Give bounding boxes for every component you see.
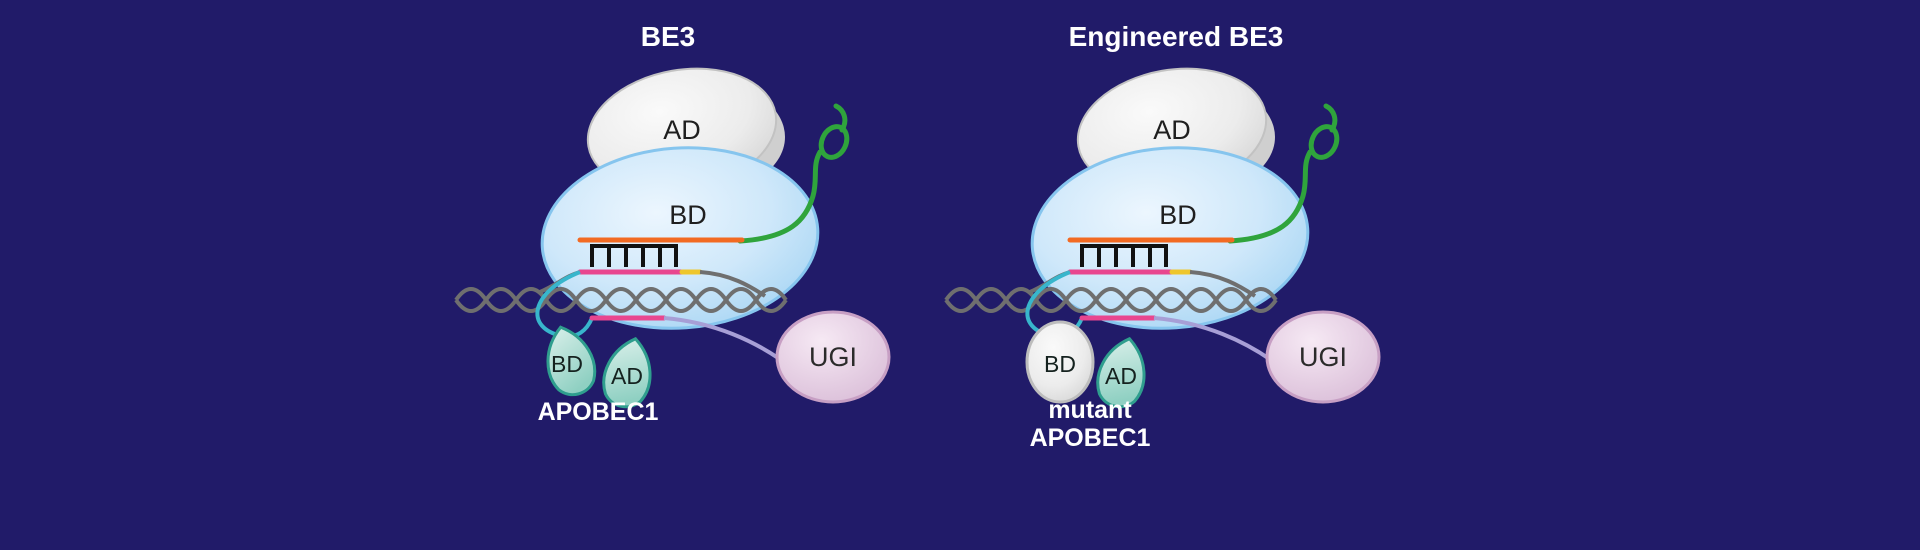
- ugi-label: UGI: [809, 342, 857, 372]
- dna-strand-bottom: [944, 287, 1278, 313]
- panel-be3: BE3 AD BD: [454, 21, 891, 426]
- deaminase-name-line2: APOBEC1: [1030, 424, 1151, 452]
- cas9-bd-label: BD: [1159, 200, 1197, 230]
- mutant-apobec1-bd-ellipse: [1025, 320, 1095, 404]
- base-pairing-comb: [1080, 244, 1168, 267]
- panel-title: BE3: [641, 21, 695, 52]
- linker-cyan: [535, 270, 594, 339]
- cas9-bd-label: BD: [669, 200, 707, 230]
- dna-strand-fall: [1189, 270, 1257, 298]
- base-pairing-comb: [590, 244, 678, 267]
- ugi-domain: [1265, 310, 1381, 404]
- comb-tooth: [674, 244, 678, 267]
- comb-bar: [590, 244, 678, 248]
- deaminase-name-line1: mutant: [1048, 396, 1132, 424]
- comb-tooth: [624, 244, 628, 267]
- comb-tooth: [590, 244, 594, 267]
- comb-tooth: [641, 244, 645, 267]
- sgrna-scaffold-tail: [1323, 103, 1338, 133]
- comb-tooth: [1148, 244, 1152, 267]
- apobec1-ad-label: AD: [1105, 363, 1137, 389]
- comb-tooth: [1080, 244, 1084, 267]
- ugi-domain: [775, 310, 891, 404]
- sgrna-scaffold-tail: [833, 103, 848, 133]
- comb-tooth: [1097, 244, 1101, 267]
- ugi-label: UGI: [1299, 342, 1347, 372]
- comb-tooth: [1131, 244, 1135, 267]
- dna-strand-top: [454, 287, 788, 313]
- apobec1-bd-label: BD: [1044, 351, 1076, 377]
- comb-bar: [1080, 244, 1168, 248]
- apobec1-ad-label: AD: [611, 363, 643, 389]
- comb-tooth: [1164, 244, 1168, 267]
- panel-title: Engineered BE3: [1069, 21, 1284, 52]
- sgrna-scaffold-stem: [1227, 149, 1313, 244]
- dna-strand-top: [944, 287, 1278, 313]
- comb-tooth: [658, 244, 662, 267]
- deaminase-name: APOBEC1: [538, 398, 659, 426]
- dna-strand-fall: [699, 270, 767, 298]
- apobec1-bd-label: BD: [551, 351, 583, 377]
- dna-strand-bottom: [454, 287, 788, 313]
- comb-tooth: [607, 244, 611, 267]
- sgrna-scaffold-stem: [737, 149, 823, 244]
- comb-tooth: [1114, 244, 1118, 267]
- panel-engineered-be3: Engineered BE3 AD BD: [944, 21, 1381, 452]
- cas9-ad-label: AD: [663, 115, 701, 145]
- cas9-ad-label: AD: [1153, 115, 1191, 145]
